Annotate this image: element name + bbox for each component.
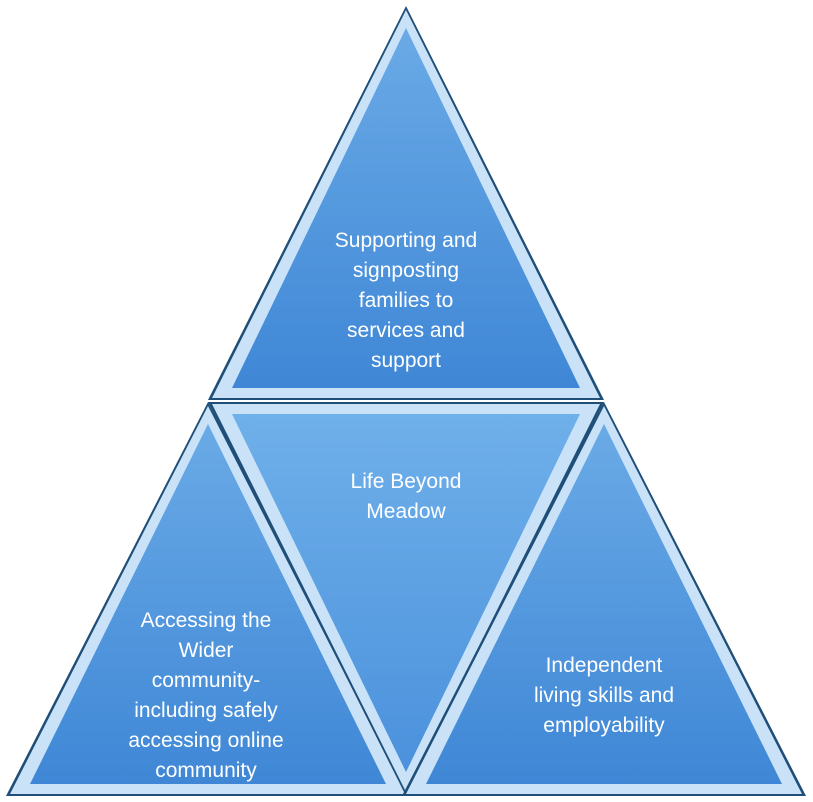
triangle-center [208,402,604,796]
section-center-label: Life Beyond Meadow [350,470,462,523]
section-left-label: Accessing the Wider community- including… [128,609,284,782]
section-top-label: Supporting and signposting families to s… [334,229,478,372]
triangle-left [6,402,410,796]
triangle-right [402,402,806,796]
section-right-label: Independent living skills and employabil… [533,654,675,737]
triangle-top [208,6,604,400]
